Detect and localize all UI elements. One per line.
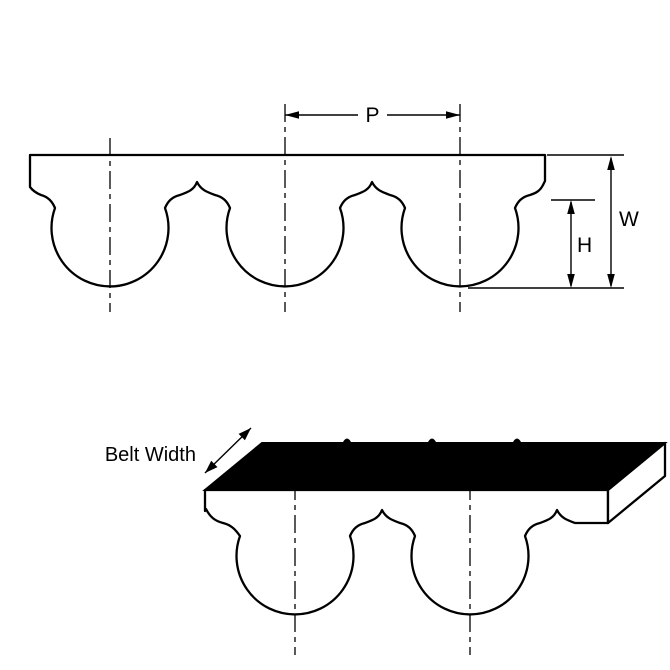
back-edge-nub (427, 438, 437, 444)
back-edge-nub (342, 438, 352, 444)
belt-profile-cross-section (28, 153, 547, 288)
arrowhead-up-icon (567, 200, 575, 214)
label-belt-width: Belt Width (105, 444, 196, 466)
belt-front-face (203, 488, 610, 616)
label-overall-depth: W (619, 208, 639, 231)
arrowhead-down-icon (567, 274, 575, 288)
arrowhead-downleft-icon (205, 460, 218, 473)
dimension-pitch: P (285, 104, 460, 127)
dimension-tooth-height: H (551, 199, 595, 288)
arrowhead-left-icon (285, 111, 299, 119)
arrowhead-up-icon (607, 156, 615, 170)
back-edge-nub (512, 438, 522, 444)
belt-width-annotation: Belt Width (105, 427, 252, 474)
belt-3d-view: Belt Width (105, 427, 668, 655)
arrowhead-upright-icon (238, 428, 251, 441)
label-pitch: P (365, 104, 379, 127)
belt-top-surface (202, 442, 668, 491)
profile-view: P W H (28, 104, 639, 312)
arrowhead-down-icon (607, 274, 615, 288)
arrowhead-right-icon (446, 111, 460, 119)
dimension-overall: W (468, 154, 639, 289)
label-tooth-height: H (577, 234, 592, 257)
